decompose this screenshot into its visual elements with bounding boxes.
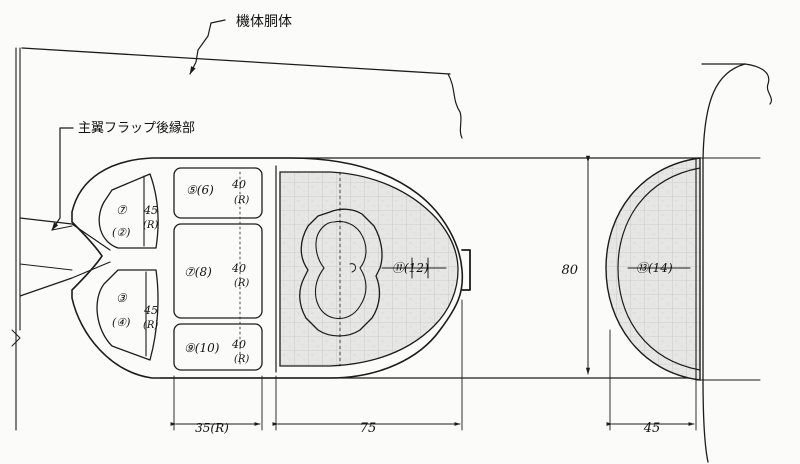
fuselage-outline [11,47,463,431]
compartment-size: 40 [231,262,246,275]
compartment-front-lower: ③ (④) 45 (R) [112,291,158,331]
compartment-size: 40 [231,178,246,191]
compartment-front-upper: ⑦ (②) 45 (R) [112,203,158,239]
flap-trailing-edge-lines [19,217,111,297]
compartment-ids: ⑦ [116,203,128,217]
front-pockets [96,173,159,361]
compartment-r: (R) [143,320,158,331]
compartment-size: 40 [231,338,246,351]
compartment-middle: ⑦(8) 40 (R) [184,262,249,289]
compartment-r: (R) [143,220,158,231]
dimension-pocket-width: 35(R) [195,421,229,435]
compartment-size: 45 [143,304,158,317]
compartment-ids: ⑨(10) [184,341,220,355]
rear-dome [605,157,701,381]
fairing-rear-section [275,165,471,373]
compartment-ids: ⑬(14) [636,261,673,275]
dimension-end-width: 45 [643,421,661,436]
dimension-lines [170,155,697,431]
fuselage-right-side [695,63,772,463]
compartment-bottom: ⑨(10) 40 (R) [184,338,249,365]
rivet-pair-mid: ⑪(12) [392,261,429,275]
compartment-ids: ③ [116,291,128,305]
compartment-ids: ⑤(6) [186,183,214,197]
fuselage-label: 機体胴体 [236,14,292,30]
compartment-ids: ⑪(12) [392,261,429,275]
compartment-sub: (②) [112,226,130,239]
label-leaders [51,19,226,231]
compartment-r: (R) [234,195,249,206]
access-panel [299,171,383,367]
rivet-pair-rear: ⑬(14) [636,261,673,275]
compartment-size: 45 [143,204,158,217]
centerlines [381,257,691,279]
compartment-sub: (④) [112,316,130,329]
flap-trailing-edge-label: 主翼フラップ後縁部 [78,120,195,136]
center-compartments [173,167,263,371]
compartment-r: (R) [234,354,249,365]
compartment-top: ⑤(6) 40 (R) [186,178,249,206]
compartment-r: (R) [234,278,249,289]
dimension-height: 80 [561,263,578,278]
compartment-ids: ⑦(8) [184,265,212,279]
dimension-mid-length: 75 [360,421,377,436]
